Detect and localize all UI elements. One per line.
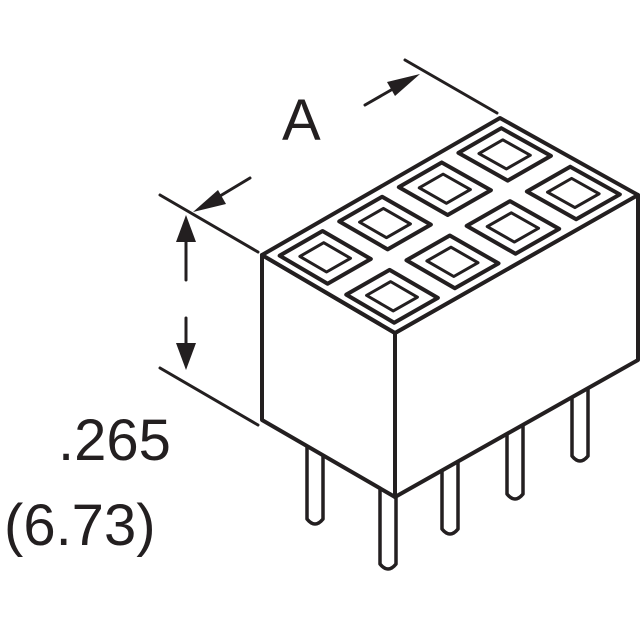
socket-opening (524, 164, 622, 222)
dimension-a-label: A (282, 88, 321, 153)
top-face (260, 116, 640, 335)
socket-opening (344, 267, 440, 325)
socket-opening (477, 138, 532, 171)
socket-opening (277, 228, 373, 286)
socket-opening (485, 211, 541, 244)
pin (570, 383, 590, 463)
height-inches-label: .265 (58, 408, 171, 473)
pins (305, 383, 590, 571)
pin (505, 418, 525, 501)
socket-opening (404, 233, 501, 291)
socket-opening (417, 172, 472, 205)
pin (378, 478, 398, 571)
socket-opening (358, 206, 412, 240)
socket-opening (396, 160, 493, 218)
pin (305, 438, 325, 526)
socket-opening (425, 245, 480, 278)
height-mm-label: (6.73) (4, 493, 156, 558)
sockets (277, 126, 622, 325)
socket-opening (298, 241, 353, 274)
socket-opening (365, 280, 419, 313)
socket-opening (337, 194, 433, 252)
socket-opening (545, 176, 601, 210)
socket-opening (456, 126, 553, 183)
arrowheads (176, 74, 420, 370)
pin (440, 453, 460, 536)
socket-opening (464, 199, 562, 256)
